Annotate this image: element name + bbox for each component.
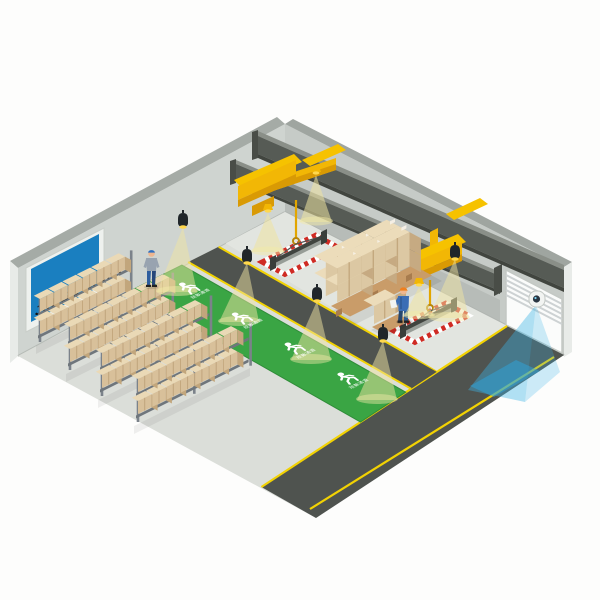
bottom-road-surface <box>261 326 564 518</box>
worker-arm <box>155 259 160 268</box>
worker-torso <box>146 258 157 271</box>
worker-cap <box>148 250 155 253</box>
camera-lens-icon <box>532 295 541 303</box>
crane-trolley-body <box>410 242 462 276</box>
rolling-door-panel <box>505 268 563 355</box>
sling-cable <box>275 243 297 259</box>
safety-helmet <box>398 287 408 291</box>
worker-torso <box>398 296 409 311</box>
left-wall-outer-edge <box>10 261 18 363</box>
right-wall-outer-edge <box>564 262 572 357</box>
light-cone <box>156 227 470 404</box>
hazard-border-red <box>386 300 474 346</box>
camera-beam <box>525 305 560 402</box>
steel-beam-load-1 <box>270 229 327 271</box>
clipboard <box>389 299 398 309</box>
crane-trolley-base <box>238 174 296 207</box>
crane-rail-pad <box>302 144 346 166</box>
worker-leg <box>152 270 156 286</box>
left-wall-top-edge <box>10 117 285 268</box>
aisle-road-right-line <box>218 245 439 373</box>
storage-racks <box>33 250 252 434</box>
crane-lamp <box>251 166 435 320</box>
worker-observer <box>143 250 160 290</box>
crane-hoist-block <box>252 196 274 216</box>
main-area-edge-line <box>437 325 508 373</box>
hazard-border-red <box>256 232 344 278</box>
worker-arm <box>143 259 148 268</box>
crane-trolley-top <box>234 154 302 188</box>
worker-leg <box>398 310 403 321</box>
crane-trolley-top <box>406 234 466 264</box>
crane-trolley-body <box>238 160 296 200</box>
right-wall-top-edge <box>285 119 572 267</box>
worker-leg <box>147 270 151 286</box>
security-camera <box>468 290 560 402</box>
lighting-layer <box>156 166 470 404</box>
crane-rail-pad <box>446 198 488 220</box>
worker-supervisor <box>389 287 412 325</box>
camera-beam-floor-patch <box>470 360 540 397</box>
storage-rack-row <box>131 319 252 434</box>
